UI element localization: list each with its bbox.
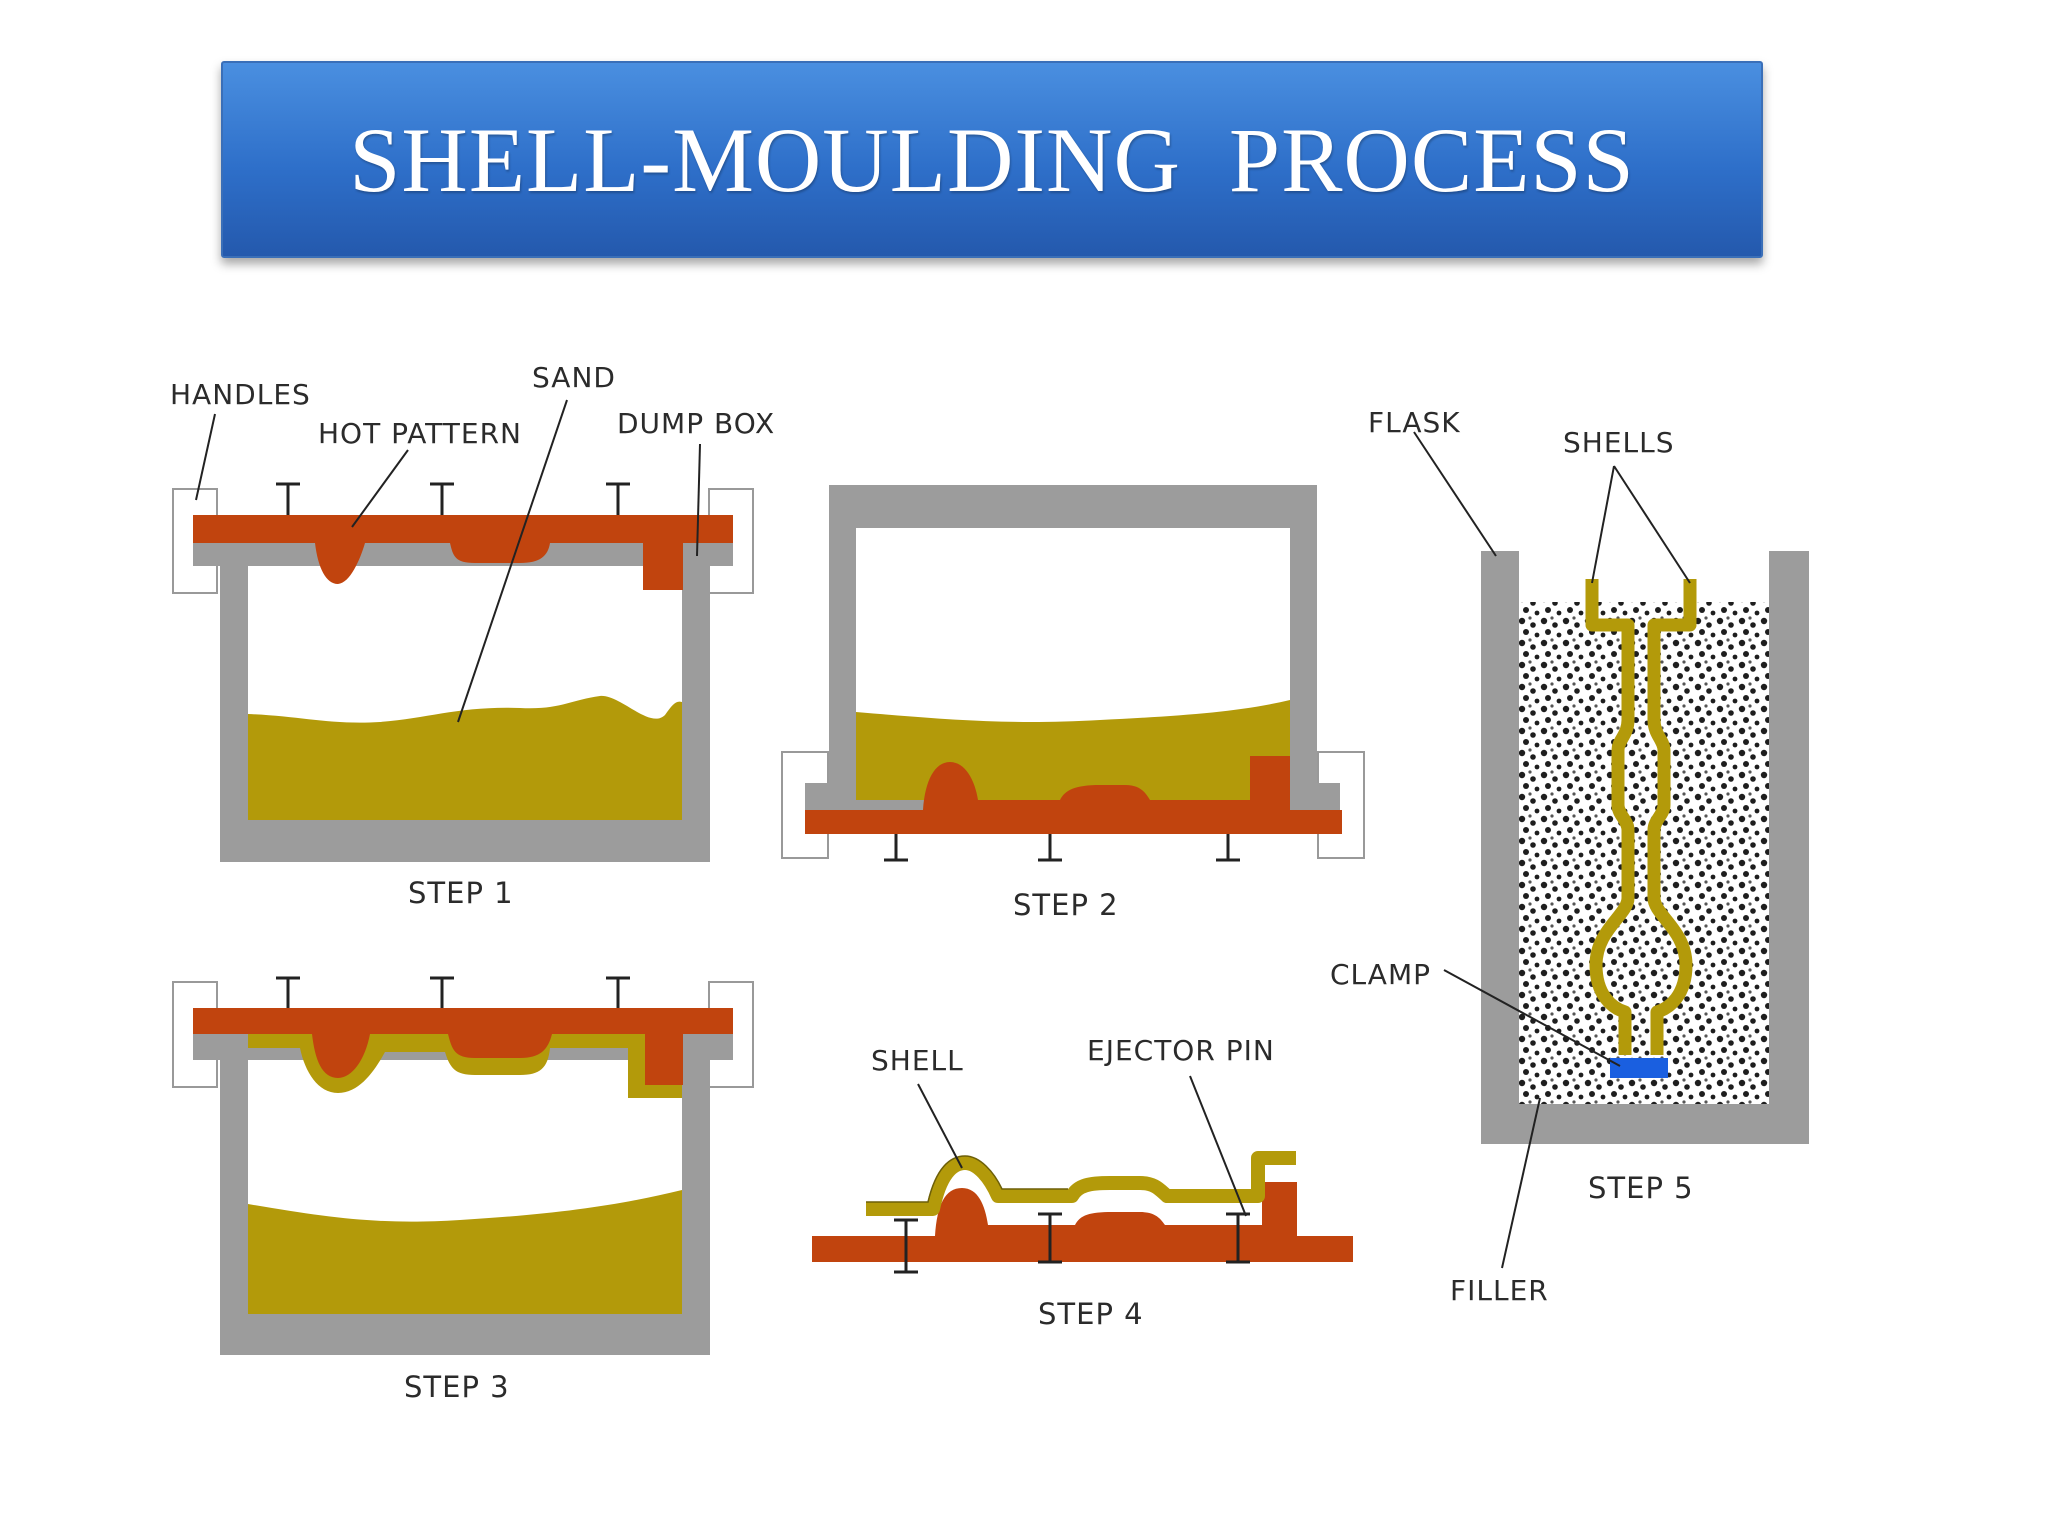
leader-shells-left <box>1591 465 1615 584</box>
label-flask: FLASK <box>1368 406 1461 439</box>
step4-group: SHELL EJECTOR PIN STEP 4 <box>812 1034 1353 1331</box>
leader-ejector-pin <box>1189 1075 1247 1217</box>
label-sand: SAND <box>532 361 616 394</box>
step1-pins <box>276 482 630 515</box>
label-ejector-pin: EJECTOR PIN <box>1087 1034 1275 1067</box>
step3-hot-pattern <box>193 1008 733 1085</box>
step4-ejector-pins <box>894 1212 1250 1274</box>
step5-group: FLASK SHELLS CLAMP FILLER STEP 5 <box>1330 406 1809 1307</box>
step3-dump-box <box>193 1034 733 1355</box>
leader-shell <box>917 1083 963 1169</box>
step4-shell-outline <box>866 1155 1068 1203</box>
step3-sand <box>248 1190 682 1314</box>
step5-shells-right <box>1647 579 1697 1055</box>
step4-label: STEP 4 <box>1038 1297 1144 1331</box>
label-shells: SHELLS <box>1563 426 1675 459</box>
step5-shells <box>1585 579 1635 1055</box>
step1-hot-pattern <box>193 515 733 590</box>
slide-title: SHELL-MOULDING PROCESS <box>349 108 1635 211</box>
label-clamp: CLAMP <box>1330 958 1431 991</box>
step5-flask <box>1481 551 1809 1144</box>
step2-sand <box>856 700 1290 800</box>
step1-label: STEP 1 <box>408 876 514 910</box>
leader-dump-box <box>696 443 701 557</box>
title-banner: SHELL-MOULDING PROCESS <box>221 61 1763 258</box>
step3-pins <box>276 976 630 1008</box>
leader-handles <box>195 413 216 501</box>
step1-group: HANDLES HOT PATTERN SAND DUMP BOX STEP 1 <box>170 361 775 910</box>
step4-pattern-plate <box>812 1182 1353 1262</box>
step1-dump-box <box>193 538 733 862</box>
step5-clamp <box>1610 1058 1668 1078</box>
step2-label: STEP 2 <box>1013 888 1119 922</box>
label-hot-pattern: HOT PATTERN <box>318 417 522 450</box>
step2-group: STEP 2 <box>781 485 1365 922</box>
step1-sand <box>248 695 682 820</box>
label-handles: HANDLES <box>170 378 311 411</box>
step5-filler <box>1519 602 1769 1104</box>
label-dump-box: DUMP BOX <box>617 407 775 440</box>
label-filler: FILLER <box>1450 1274 1549 1307</box>
step2-dump-box <box>805 485 1340 812</box>
leader-clamp <box>1443 969 1621 1067</box>
label-shell: SHELL <box>871 1044 964 1077</box>
leader-hot-pattern <box>351 449 409 528</box>
step2-hot-pattern <box>805 756 1342 834</box>
step3-label: STEP 3 <box>404 1370 510 1404</box>
leader-shells-right <box>1613 465 1691 584</box>
step3-group: STEP 3 <box>172 976 754 1404</box>
leader-filler <box>1501 1097 1541 1269</box>
step5-label: STEP 5 <box>1588 1171 1694 1205</box>
leader-flask <box>1413 431 1497 557</box>
leader-sand <box>457 399 568 723</box>
step2-pins <box>884 834 1240 862</box>
step4-shell <box>866 1151 1296 1216</box>
